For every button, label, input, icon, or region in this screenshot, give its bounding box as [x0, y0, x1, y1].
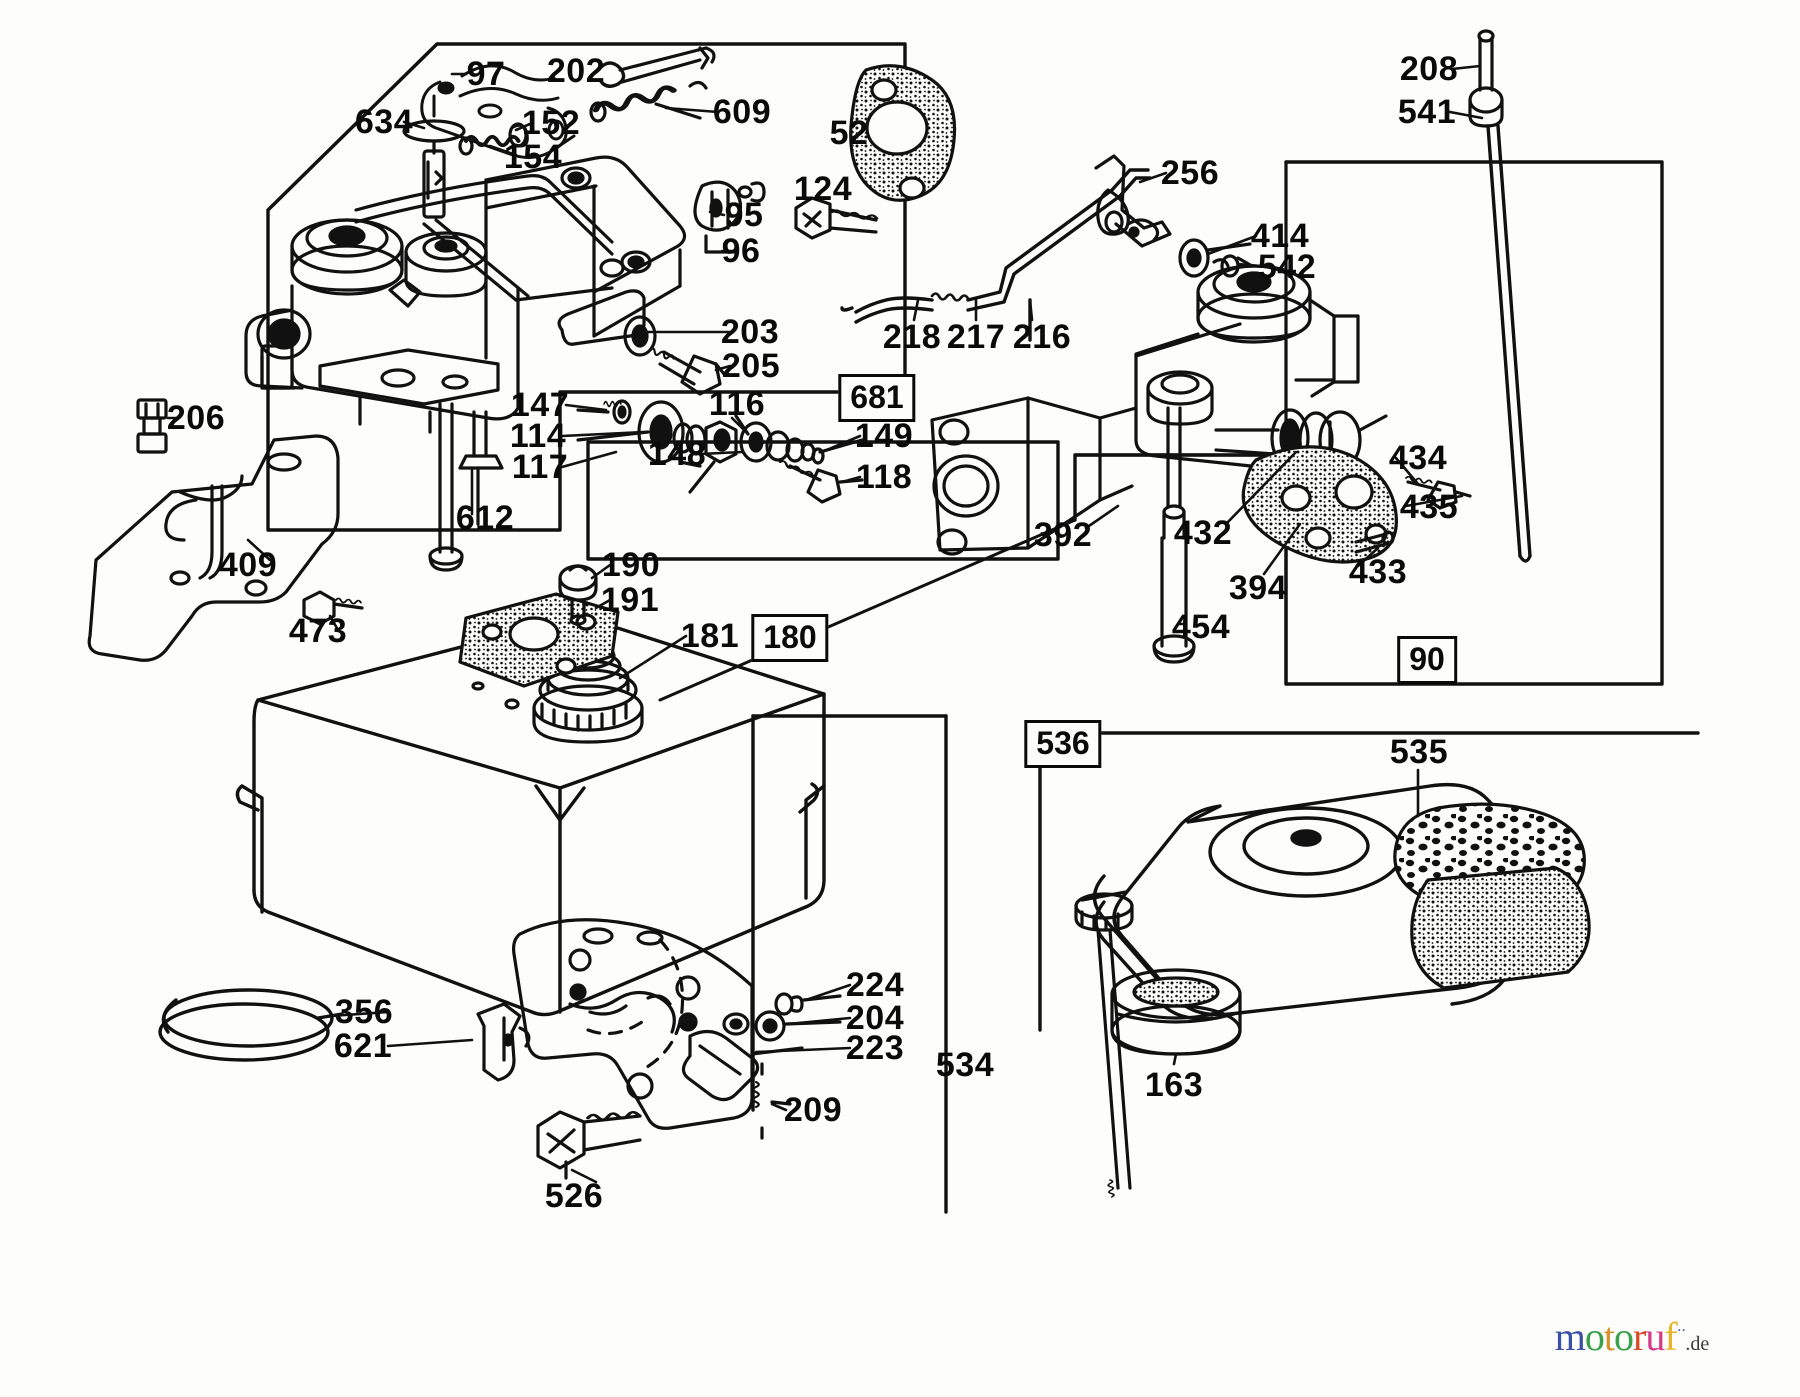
callout-541: 541 — [1397, 93, 1457, 131]
callout-208: 208 — [1399, 50, 1459, 88]
callout-454: 454 — [1171, 608, 1231, 646]
callout-414: 414 — [1250, 217, 1310, 255]
callout-209: 209 — [783, 1091, 843, 1129]
callout-116: 116 — [708, 385, 766, 423]
callout-147: 147 — [510, 386, 570, 424]
callout-96: 96 — [721, 232, 761, 270]
motoruf-watermark: motoruf··.de — [1554, 1314, 1710, 1359]
callout-52: 52 — [829, 114, 869, 152]
callout-526: 526 — [544, 1177, 604, 1215]
callout-223: 223 — [845, 1029, 905, 1067]
callout-612: 612 — [455, 499, 515, 537]
callout-435: 435 — [1399, 488, 1459, 526]
group-label-536: 536 — [1024, 720, 1102, 768]
callout-205: 205 — [721, 347, 781, 385]
group-label-180: 180 — [751, 614, 829, 662]
callout-409: 409 — [218, 546, 278, 584]
callout-609: 609 — [712, 93, 772, 131]
callout-621: 621 — [333, 1027, 393, 1065]
callout-117: 117 — [511, 448, 569, 486]
callout-152: 152 — [521, 104, 581, 142]
callout-118: 118 — [855, 458, 913, 496]
callout-218: 218 — [882, 318, 942, 356]
callout-206: 206 — [166, 399, 226, 437]
group-label-90: 90 — [1397, 636, 1457, 684]
callout-224: 224 — [845, 966, 905, 1004]
callout-542: 542 — [1257, 248, 1317, 286]
callout-535: 535 — [1389, 733, 1449, 771]
callout-217: 217 — [946, 318, 1006, 356]
callout-191: 191 — [600, 581, 660, 619]
callout-256: 256 — [1160, 154, 1220, 192]
callout-148: 148 — [647, 435, 707, 473]
callout-394: 394 — [1228, 569, 1288, 607]
callout-432: 432 — [1173, 514, 1233, 552]
callout-204: 204 — [845, 999, 905, 1037]
callout-473: 473 — [288, 612, 348, 650]
callout-534: 534 — [935, 1046, 995, 1084]
callout-97: 97 — [466, 55, 506, 93]
callout-181: 181 — [680, 617, 740, 655]
callout-124: 124 — [793, 170, 853, 208]
callout-356: 356 — [334, 993, 394, 1031]
group-label-681: 681 — [838, 374, 916, 422]
callout-114: 114 — [509, 417, 567, 455]
callout-163: 163 — [1144, 1066, 1204, 1104]
callout-434: 434 — [1388, 439, 1448, 477]
callout-203: 203 — [720, 313, 780, 351]
callout-202: 202 — [546, 52, 606, 90]
callout-392: 392 — [1033, 516, 1093, 554]
callout-190: 190 — [601, 546, 661, 584]
callout-216: 216 — [1012, 318, 1072, 356]
callout-154: 154 — [503, 138, 563, 176]
callout-433: 433 — [1348, 553, 1408, 591]
callout-95: 95 — [724, 196, 764, 234]
callout-149: 149 — [854, 417, 914, 455]
callout-634: 634 — [354, 103, 414, 141]
